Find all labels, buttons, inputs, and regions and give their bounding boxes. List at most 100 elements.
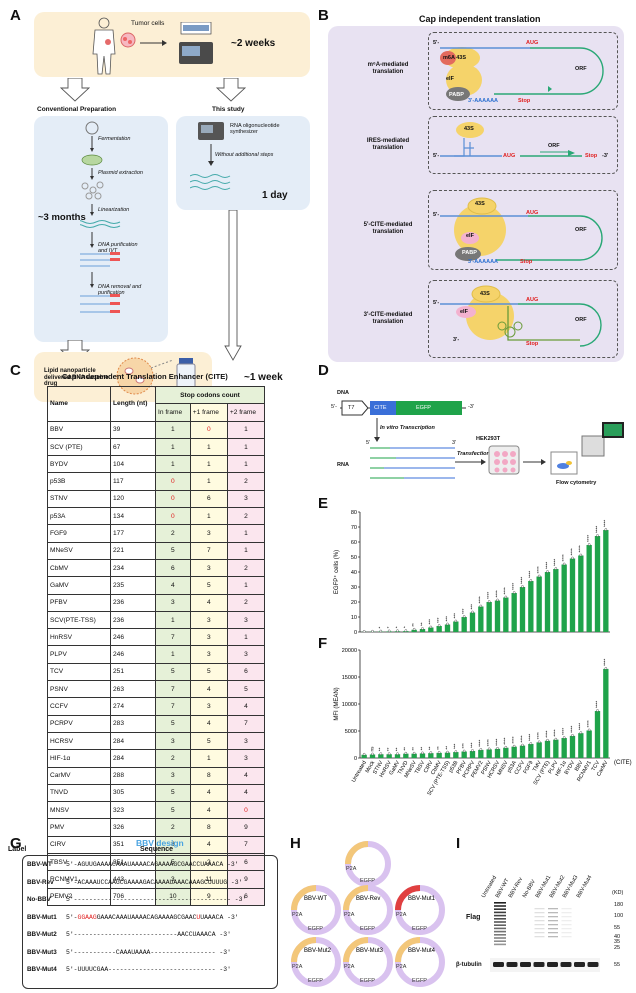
five-prime: 5'-: [433, 40, 440, 46]
data-point: [462, 615, 466, 618]
significance-label: ****: [586, 535, 591, 542]
cell-in-frame: 1: [155, 610, 191, 630]
bar: [578, 733, 584, 758]
cite-label: CITE: [374, 405, 387, 411]
ires-label: IRES-mediated translation: [366, 138, 410, 151]
y-tick-label: 80: [351, 510, 357, 516]
significance-label: **: [378, 747, 383, 751]
plasmid-segment: [291, 885, 317, 911]
cell-length: 104: [110, 455, 156, 474]
significance-label: ***: [453, 743, 458, 749]
blot-band: [548, 936, 558, 938]
cell-in-frame: 5: [155, 662, 191, 682]
blot-band: [548, 920, 558, 922]
cell-name: HCRSV: [47, 731, 111, 751]
cell-plus2: 7: [226, 714, 266, 733]
cell-plus2: 1: [226, 576, 266, 595]
five-prime: 5'-: [433, 153, 440, 159]
cell-in-frame: 2: [155, 749, 191, 768]
kd-marker: 180: [614, 902, 624, 908]
data-point: [496, 747, 499, 750]
panel-label-c: C: [10, 362, 21, 379]
significance-label: **: [436, 746, 441, 750]
th-stop: Stop codons count: [155, 385, 265, 405]
blot-band: [494, 911, 506, 914]
blot-band: [494, 908, 506, 910]
pabp-tag: PABP: [462, 250, 477, 256]
cell-length: 117: [110, 472, 156, 491]
bar: [419, 753, 426, 758]
data-point: [454, 750, 458, 753]
blot-band: [534, 932, 545, 934]
cell-name: FGF9: [47, 524, 111, 543]
cell-plus1: 1: [189, 472, 228, 491]
cell-name: PCRPV: [47, 714, 111, 733]
five-prime: 5'-: [433, 212, 440, 218]
data-point: [579, 553, 583, 557]
cell-plus2: 6: [226, 662, 266, 682]
cell-plus2: 4: [226, 783, 266, 803]
bar: [536, 742, 542, 758]
m6a-schematic: [440, 47, 604, 101]
transfection-workflow: [455, 445, 578, 475]
tumor-cells-label: Tumor cells: [131, 20, 165, 27]
bar: [444, 624, 451, 632]
p2a-label: P2A: [396, 964, 407, 970]
bbv-label: No-BBV: [27, 896, 51, 903]
bar: [528, 581, 534, 632]
significance-label: ****: [569, 548, 574, 555]
data-point: [546, 738, 549, 742]
data-point: [454, 619, 458, 623]
significance-label: **: [428, 746, 433, 750]
th-length: Length (nt): [110, 386, 156, 422]
significance-label: ***: [428, 619, 433, 625]
five-cite-schematic: [440, 197, 603, 261]
blot-band: [548, 908, 558, 910]
sequence-part: 5'-ACAAAUCCAAGCGAAAAGACAAAAUAAACAAAGCUUU…: [66, 878, 243, 886]
polya-tag: 3'-AAAAAA: [468, 98, 499, 104]
y-tick-label: 30: [351, 585, 357, 591]
cell-plus1: 4: [189, 593, 228, 612]
bar: [469, 750, 476, 758]
data-point: [571, 556, 574, 560]
data-point: [412, 627, 416, 631]
cell-in-frame: 4: [155, 576, 191, 595]
data-point: [521, 585, 524, 588]
y-tick-label: 5000: [345, 729, 357, 735]
cell-plus2: 4: [226, 697, 266, 716]
th-p2: +2 frame: [226, 403, 266, 422]
bbv-label: BBV-Mut4: [27, 966, 57, 973]
cell-plus2: 2: [226, 472, 266, 491]
step-plasmid: Plasmid extraction: [98, 170, 143, 176]
data-point: [571, 734, 574, 737]
sequence-part: U: [196, 913, 201, 921]
cell-in-frame: 5: [155, 783, 191, 803]
cell-name: p53A: [47, 507, 111, 526]
three-prime: -3': [602, 153, 609, 159]
cell-plus2: 3: [226, 731, 266, 751]
data-point: [471, 610, 474, 614]
blot-band: [548, 912, 558, 914]
significance-label: ****: [486, 739, 491, 746]
plasmid-label: BBV-Mut4: [408, 948, 436, 954]
significance-label: ****: [511, 736, 516, 743]
hek-label: HEK293T: [476, 436, 501, 442]
blot-band: [534, 908, 545, 910]
cell-name: CbMV: [47, 558, 111, 578]
bbv-sequence: 5'-GGAAGGAAACAAAUAAAACAGAAAAGCGAACUUAAAC…: [66, 914, 239, 921]
cell-plus1: 4: [189, 680, 228, 699]
plasmid-label: BBV-Rev: [356, 896, 380, 902]
cell-plus1: 3: [189, 558, 228, 578]
egfp-label: EGFP: [360, 978, 375, 984]
significance-label: **: [444, 746, 449, 750]
significance-label: ***: [444, 616, 449, 622]
significance-label: ***: [461, 608, 466, 614]
step-linearization: Linearization: [98, 207, 130, 213]
p2a-label: P2A: [344, 964, 355, 970]
bbv-sequence: 5'--------------------------------------…: [66, 896, 246, 903]
data-point: [554, 567, 558, 570]
y-tick-label: 10: [351, 615, 357, 621]
cell-length: 326: [110, 818, 156, 837]
